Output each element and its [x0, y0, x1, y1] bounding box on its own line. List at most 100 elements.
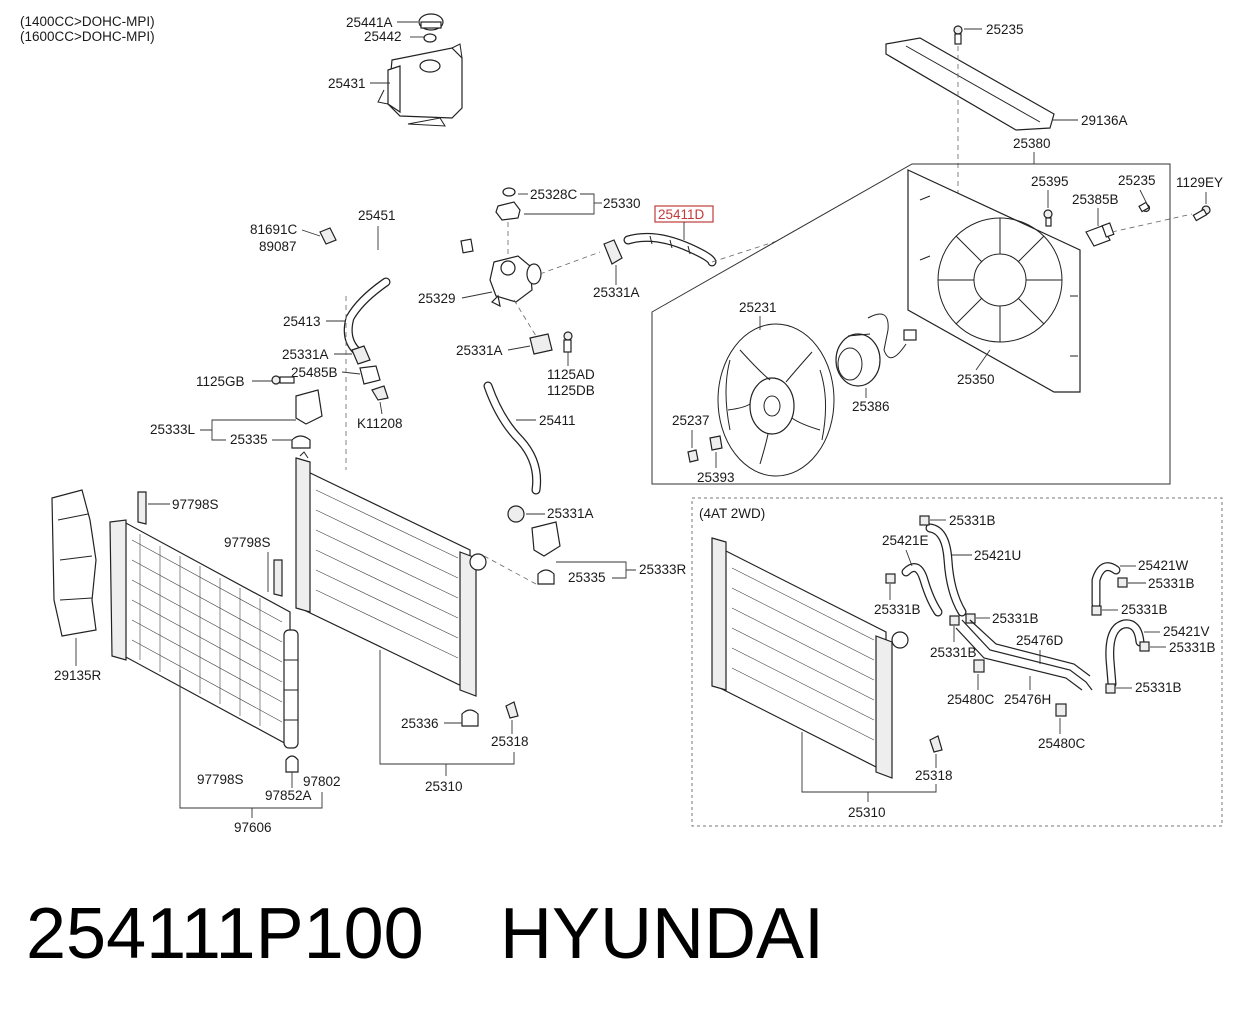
clip	[371, 385, 389, 401]
label-25476D: 25476D	[1016, 633, 1064, 648]
reservoir-cap	[418, 13, 444, 31]
drier-cap	[285, 755, 299, 773]
label-25237: 25237	[672, 413, 710, 428]
inset-title: (4AT 2WD)	[699, 506, 765, 521]
label-97606: 97606	[234, 820, 272, 835]
label-25231: 25231	[739, 300, 777, 315]
clip-25480C	[1055, 703, 1067, 717]
oil-cooler-hose-25421V	[1105, 619, 1145, 689]
receiver-drier	[283, 629, 299, 749]
label-25336: 25336	[401, 716, 439, 731]
label-1125AD: 1125AD	[547, 367, 595, 382]
bolt-1125AD	[563, 331, 573, 353]
label-25318-at: 25318	[915, 768, 953, 783]
cooling-fan-25231	[717, 323, 835, 477]
radiator-25310	[295, 451, 487, 697]
label-25331A-left: 25331A	[282, 347, 329, 362]
label-25413: 25413	[283, 314, 321, 329]
label-25393: 25393	[697, 470, 735, 485]
fan-motor-25386	[835, 313, 917, 387]
label-25331B-2: 25331B	[874, 602, 921, 617]
clamp-25331B	[1105, 683, 1116, 694]
label-97852A: 97852A	[265, 788, 312, 803]
clamp-25331B	[1139, 641, 1150, 652]
air-guard-29135R	[51, 489, 97, 637]
hose-clamp	[529, 333, 553, 355]
clamp-25331B	[919, 515, 930, 526]
label-25476H: 25476H	[1004, 692, 1051, 707]
hose-clamp	[507, 505, 525, 523]
label-25395: 25395	[1031, 174, 1069, 189]
bracket-97798S	[273, 559, 283, 597]
label-25329: 25329	[418, 291, 456, 306]
label-25333L: 25333L	[150, 422, 196, 437]
radiator-25310-at	[711, 537, 909, 779]
coolant-reservoir-tank	[377, 43, 463, 127]
label-25310-main: 25310	[425, 779, 463, 794]
label-25335-right: 25335	[568, 570, 606, 585]
condenser-97606	[109, 519, 291, 748]
screw-25235	[953, 25, 963, 45]
label-25331B-5: 25331B	[1148, 576, 1195, 591]
label-97798S-mid: 97798S	[224, 535, 271, 550]
nut-25237	[687, 449, 699, 463]
label-25380: 25380	[1013, 136, 1051, 151]
oil-cooler-hose-25421W	[1091, 562, 1121, 609]
label-97798S-bottom: 97798S	[197, 772, 244, 787]
label-25480C-2: 25480C	[1038, 736, 1086, 751]
reservoir-hose	[326, 124, 474, 260]
clamp-25331B	[1091, 605, 1102, 616]
label-81691C: 81691C	[250, 222, 298, 237]
label-25421V: 25421V	[1163, 624, 1210, 639]
label-K11208: K11208	[357, 416, 403, 431]
clamp-25331B	[965, 613, 976, 624]
label-25485B: 25485B	[291, 365, 338, 380]
lower-insulator	[461, 709, 479, 727]
reservoir-seal	[423, 33, 437, 43]
label-25331A-lower: 25331A	[547, 506, 594, 521]
label-25331B-7: 25331B	[1169, 640, 1216, 655]
label-25331B-4: 25331B	[930, 645, 977, 660]
radiator-bracket-right	[531, 521, 561, 557]
label-25331B-3: 25331B	[992, 611, 1039, 626]
screw-25395	[1043, 209, 1053, 227]
label-1125GB: 1125GB	[196, 374, 245, 389]
oil-cooler-hose-25421E	[901, 563, 943, 617]
label-25331A-upper: 25331A	[593, 285, 640, 300]
resistor-25385B	[1085, 222, 1115, 247]
label-25331A-middle: 25331A	[456, 343, 503, 358]
footer-part-number: 254111P100	[26, 894, 424, 974]
label-89087: 89087	[259, 239, 297, 254]
footer-brand: HYUNDAI	[500, 894, 824, 974]
label-25431: 25431	[328, 76, 366, 91]
reservoir-outlet-hose	[343, 277, 391, 357]
engine-variant-1600: (1600CC>DOHC-MPI)	[20, 29, 155, 44]
mounting-insulator	[291, 435, 311, 449]
label-25331B-6: 25331B	[1121, 602, 1168, 617]
label-25330: 25330	[603, 196, 641, 211]
clamp-25331B	[1117, 577, 1128, 588]
label-25385B: 25385B	[1072, 192, 1119, 207]
clip-25480C	[973, 659, 985, 673]
label-29135R: 29135R	[54, 668, 102, 683]
bolt-1125GB	[271, 375, 295, 385]
air-guard-29136A	[885, 37, 1055, 131]
fan-shroud-25350	[907, 169, 1081, 393]
label-25328C: 25328C	[530, 187, 578, 202]
label-25350: 25350	[957, 372, 995, 387]
lower-radiator-hose	[483, 381, 542, 495]
label-25451: 25451	[358, 208, 396, 223]
label-25421W: 25421W	[1138, 558, 1189, 573]
label-25333R: 25333R	[639, 562, 687, 577]
hose-clamp	[603, 239, 623, 265]
clamp-25331B	[885, 573, 896, 584]
label-97798S-top: 97798S	[172, 497, 219, 512]
hose-clip	[319, 227, 337, 245]
label-25411D: 25411D	[658, 207, 705, 222]
label-25235-right: 25235	[1118, 173, 1156, 188]
label-29136A: 29136A	[1081, 113, 1128, 128]
label-25235-top: 25235	[986, 22, 1024, 37]
label-25310-at: 25310	[848, 805, 886, 820]
label-1129EY: 1129EY	[1176, 175, 1223, 190]
